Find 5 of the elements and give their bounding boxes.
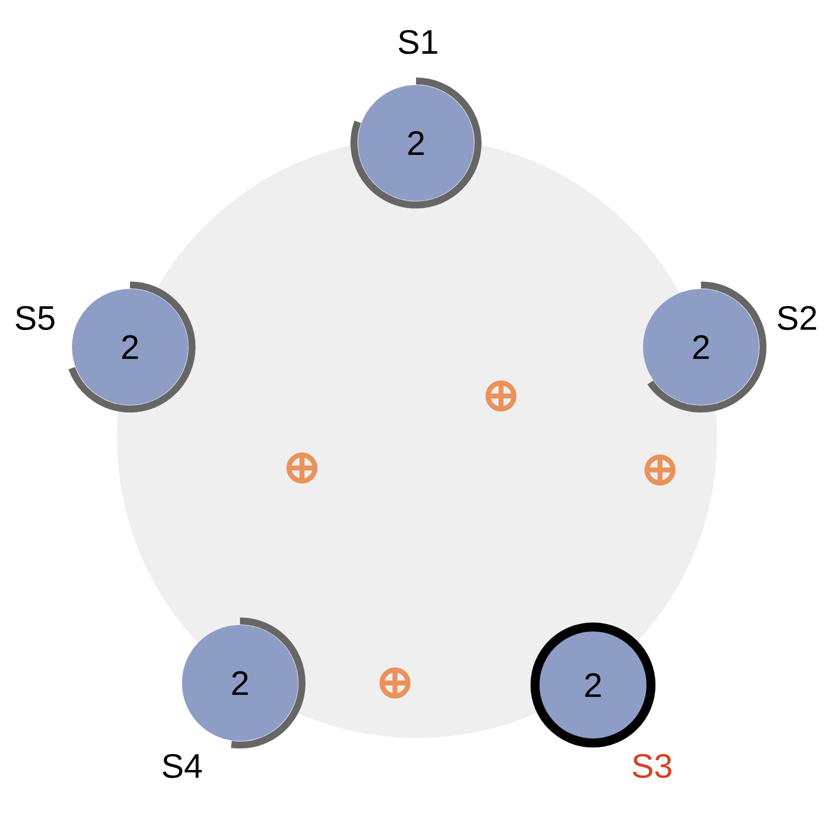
- server-label: S2: [778, 306, 816, 330]
- server-label: S3: [632, 754, 672, 778]
- server-label: S4: [162, 754, 202, 778]
- server-label: S1: [398, 30, 438, 54]
- server-label: S5: [16, 306, 54, 330]
